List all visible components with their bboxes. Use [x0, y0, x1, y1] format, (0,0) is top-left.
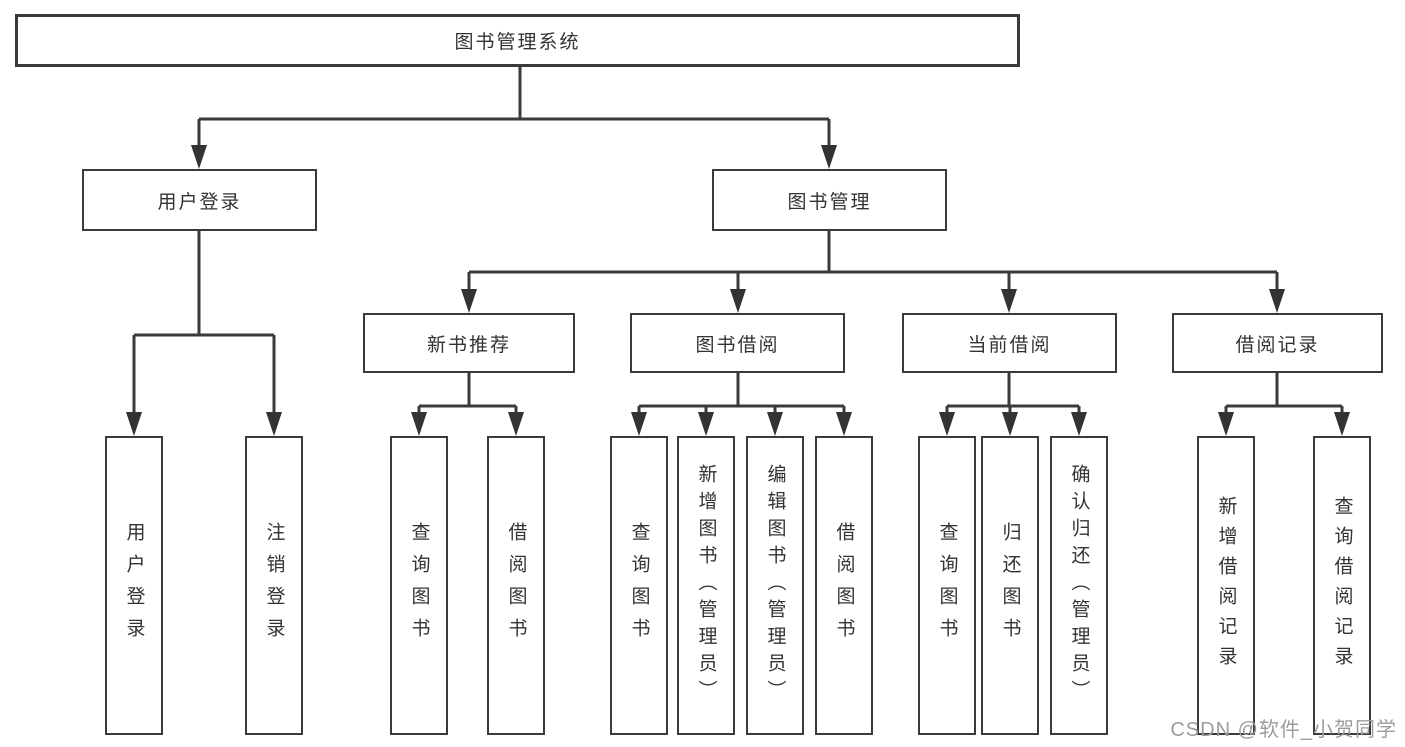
node-label: 当前借阅: [967, 334, 1052, 356]
leaf-confirm-return-admin: 确认归还（管理员）: [1050, 436, 1108, 735]
node-label: 新书推荐: [426, 334, 511, 356]
node-book-borrow: 图书借阅: [630, 313, 845, 373]
node-user-login: 用户登录: [82, 169, 317, 231]
leaf-label: 用户登录: [123, 521, 145, 650]
leaf-label: 归还图书: [999, 521, 1021, 650]
leaf-query-book-borrow: 查询图书: [610, 436, 668, 735]
leaf-query-borrow-record: 查询借阅记录: [1313, 436, 1371, 735]
leaf-label: 借阅图书: [833, 521, 855, 650]
leaf-label: 借阅图书: [505, 521, 527, 650]
leaf-label: 新增借阅记录: [1215, 495, 1237, 676]
node-label: 图书管理系统: [454, 32, 581, 53]
leaf-label: 查询图书: [936, 521, 958, 650]
node-root-system: 图书管理系统: [15, 14, 1020, 67]
leaf-label: 查询借阅记录: [1331, 495, 1353, 676]
node-label: 图书管理: [787, 191, 872, 213]
leaf-borrow-book: 借阅图书: [815, 436, 873, 735]
leaf-add-borrow-record: 新增借阅记录: [1197, 436, 1255, 735]
leaf-query-book-recommend: 查询图书: [390, 436, 448, 735]
node-borrow-record: 借阅记录: [1172, 313, 1383, 373]
node-label: 借阅记录: [1235, 334, 1320, 356]
leaf-label: 注销登录: [263, 521, 285, 650]
node-book-management: 图书管理: [712, 169, 947, 231]
leaf-borrow-book-recommend: 借阅图书: [487, 436, 545, 735]
leaf-query-book-current: 查询图书: [918, 436, 976, 735]
node-current-borrow: 当前借阅: [902, 313, 1117, 373]
node-label: 用户登录: [157, 191, 242, 213]
leaf-label: 查询图书: [408, 521, 430, 650]
leaf-label: 新增图书（管理员）: [695, 464, 717, 707]
leaf-logout: 注销登录: [245, 436, 303, 735]
node-new-book-recommend: 新书推荐: [363, 313, 575, 373]
csdn-watermark: CSDN @软件_小贺同学: [1170, 719, 1397, 741]
leaf-label: 确认归还（管理员）: [1068, 464, 1090, 707]
leaf-add-book-admin: 新增图书（管理员）: [677, 436, 735, 735]
leaf-user-login: 用户登录: [105, 436, 163, 735]
leaf-label: 查询图书: [628, 521, 650, 650]
leaf-edit-book-admin: 编辑图书（管理员）: [746, 436, 804, 735]
node-label: 图书借阅: [695, 334, 780, 356]
leaf-label: 编辑图书（管理员）: [764, 464, 786, 707]
leaf-return-book: 归还图书: [981, 436, 1039, 735]
